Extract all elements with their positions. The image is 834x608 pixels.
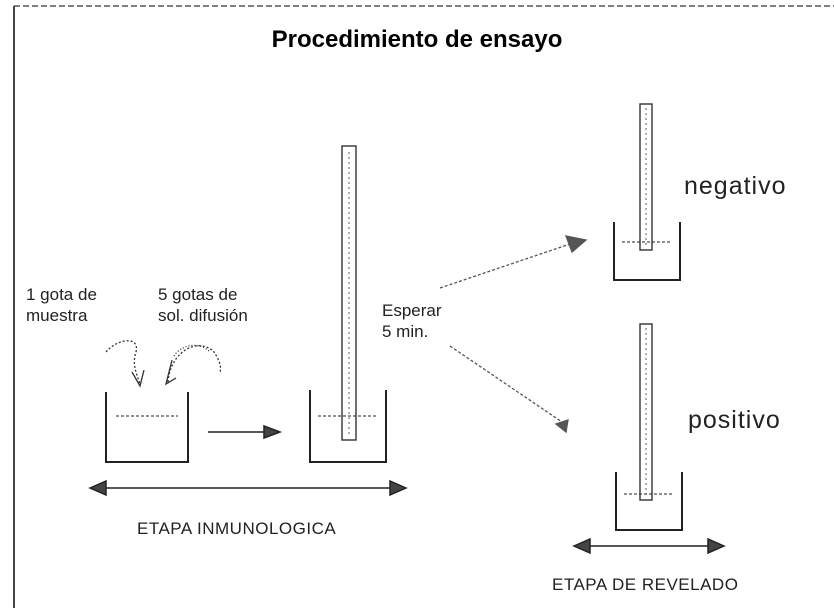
test-strip [341,145,357,441]
beaker-strip [309,390,387,463]
page-title: Procedimiento de ensayo [271,26,563,53]
dropper-sample-icon [105,340,145,388]
arrow-to-positive [449,345,569,434]
beaker-negative [613,222,681,281]
beaker-positive [615,472,683,531]
reveal-stage-label: ETAPA DE REVELADO [552,575,739,594]
five-drops-label: 5 gotas de sol. difusión [158,285,248,325]
wait-label: Esperar 5 min. [382,301,442,341]
test-strip-positive [639,323,653,501]
arrow-to-negative [439,235,588,289]
beaker-sample [105,392,189,463]
immuno-stage-label: ETAPA INMUNOLOGICA [137,519,337,538]
arrow-to-strip [208,424,283,440]
dropper-diffusion-icon [164,344,222,386]
reveal-stage-arrow [572,537,726,555]
positive-label: positivo [688,406,781,434]
immuno-stage-arrow [88,479,408,497]
negative-label: negativo [684,172,787,200]
one-drop-label: 1 gota de muestra [26,285,97,325]
test-strip-negative [639,103,653,251]
